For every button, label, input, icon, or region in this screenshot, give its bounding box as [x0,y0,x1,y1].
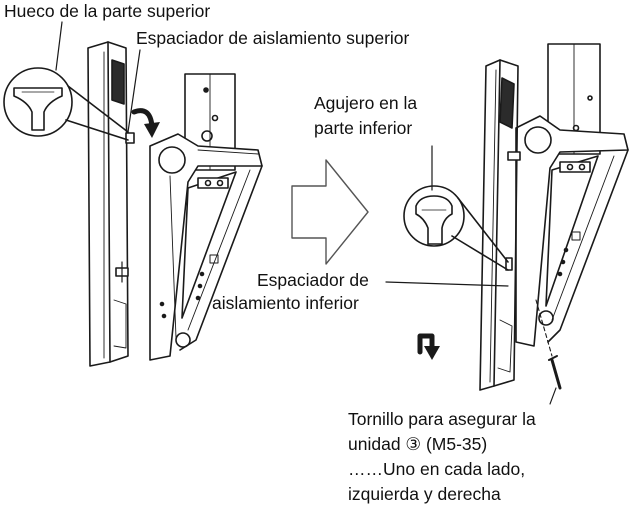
label-lower-spacer-line2: aislamiento inferior [212,293,359,313]
right-indoor-unit [479,59,521,391]
label-lower-hole-line1: Agujero en la [314,93,418,113]
label-screw-line3: ……Uno en cada lado, [348,459,526,479]
left-upper-hollow-callout [3,67,129,141]
label-lower-spacer-line1: Espaciador de [257,270,369,290]
right-assembly [385,43,629,405]
label-upper-hollow: Hueco de la parte superior [4,1,211,21]
label-screw-line4: izquierda y derecha [348,484,501,504]
label-screw-line2: unidad ③ (M5-35) [348,434,488,454]
leader-lower-spacer [385,281,509,287]
label-screw-line1: Tornillo para asegurar la [348,409,536,429]
right-rotate-arrow-icon [417,333,435,355]
left-assembly [3,21,263,367]
left-indoor-unit [87,41,129,367]
leader-upper-spacer [127,49,141,133]
left-rotate-arrow-icon [131,108,155,129]
right-lower-hole-callout [403,185,509,271]
right-bracket [515,115,629,347]
screw-icon [535,299,562,390]
right-lower-spacer [505,257,513,271]
label-upper-spacer: Espaciador de aislamiento superior [136,28,410,48]
leader-screw [549,387,557,405]
leader-upper-hollow [55,21,63,71]
left-bracket [149,133,263,361]
label-lower-hole-line2: parte inferior [314,118,413,138]
step-arrow-icon [291,159,369,265]
left-upper-spacer [125,132,135,144]
